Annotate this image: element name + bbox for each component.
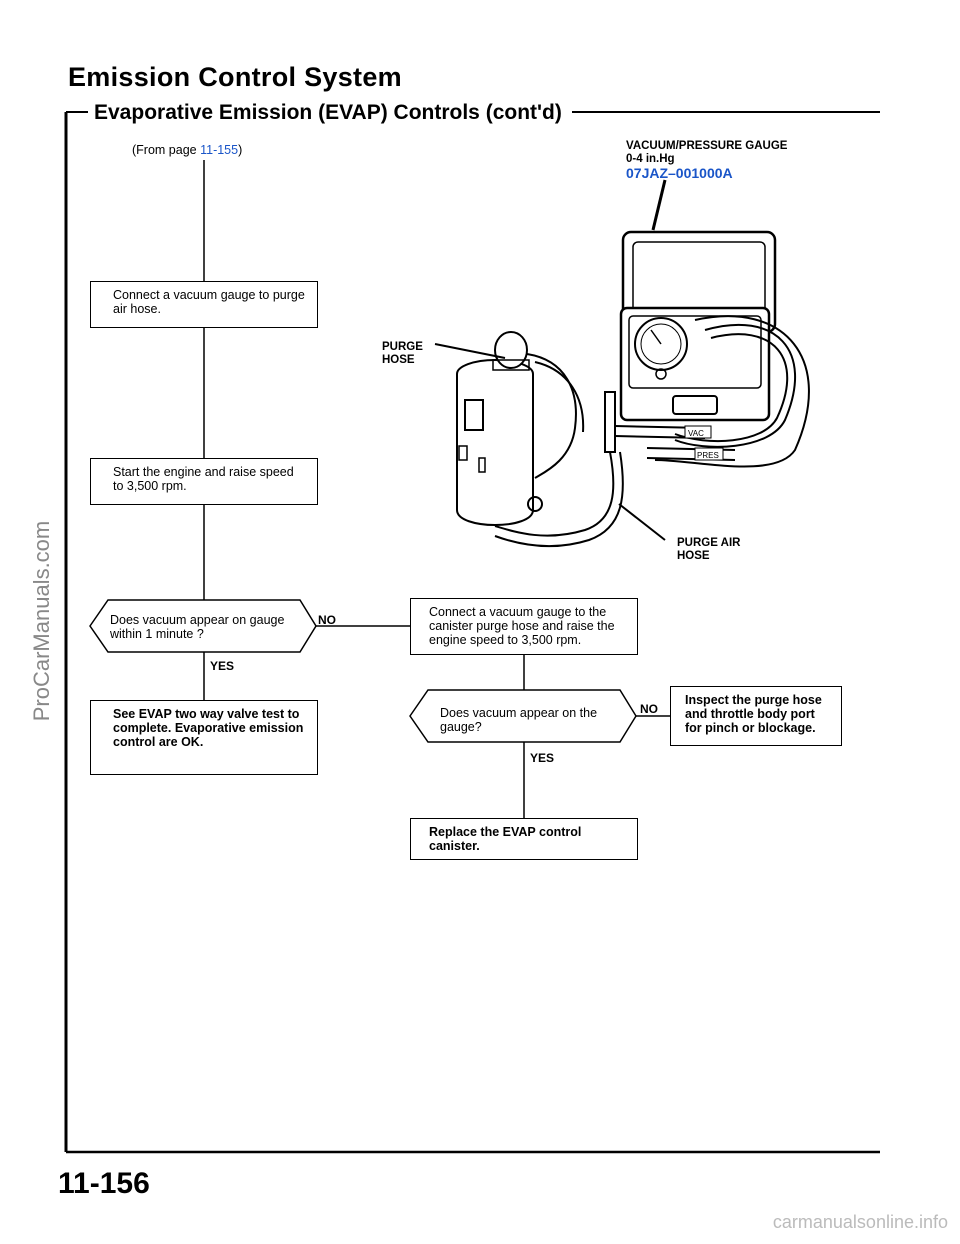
result-replace-canister: Replace the EVAP control canister. [410,818,638,860]
gauge-range-label: 0-4 in.Hg [626,153,675,165]
result-inspect-hose: Inspect the purge hose and throttle body… [670,686,842,746]
vac-tag: VAC [688,429,704,438]
canister-gauge-illustration: VAC PRES [434,179,810,548]
gauge-name-label: VACUUM/PRESSURE GAUGE [626,140,788,152]
purge-hose-label-line2: HOSE [382,354,415,366]
step-start-engine: Start the engine and raise speed to 3,50… [90,458,318,505]
yes-label-2: YES [530,751,555,765]
gauge-part-number: 07JAZ–001000A [626,165,733,181]
from-suffix: ) [238,143,243,157]
decision-vacuum-1-minute: Does vacuum appear on gauge within 1 min… [110,613,285,641]
purge-hose-label-line1: PURGE [382,341,423,353]
yes-label-1: YES [210,659,235,673]
page-subtitle: Evaporative Emission (EVAP) Controls (co… [94,101,562,124]
purge-air-hose-label-line1: PURGE AIR [677,537,741,549]
from-page-link[interactable]: 11-155 [200,143,239,157]
footer-watermark: carmanualsonline.info [772,1212,948,1232]
decision-vacuum-gauge: Does vacuum appear on the gauge? [440,706,598,734]
no-label-1: NO [318,613,336,627]
pres-tag: PRES [697,451,719,460]
step-connect-purge-air: Connect a vacuum gauge to purge air hose… [90,281,318,328]
no-label-2: NO [640,702,658,716]
purge-air-hose-label-line2: HOSE [677,550,710,562]
from-page-ref: (From page 11-155) [132,143,242,157]
page-number: 11-156 [58,1167,150,1200]
from-prefix: (From page [132,143,201,157]
side-watermark: ProCarManuals.com [29,520,54,722]
step-connect-canister-purge: Connect a vacuum gauge to the canister p… [410,598,638,655]
page-title: Emission Control System [68,62,402,92]
result-evap-ok: See EVAP two way valve test to complete.… [90,700,318,775]
